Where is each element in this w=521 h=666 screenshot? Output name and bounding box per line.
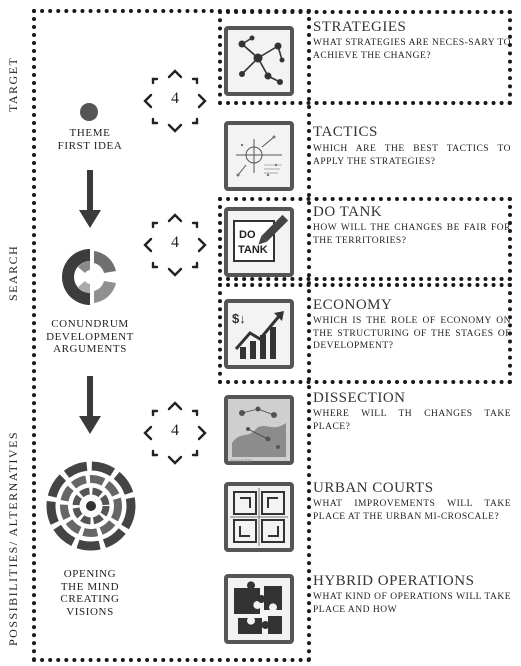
side-label-search: SEARCH	[6, 244, 20, 301]
theme-dot-icon	[80, 103, 98, 121]
urban-courts-plan-icon	[224, 482, 294, 552]
stage-line: CREATING	[60, 593, 120, 605]
cycle-symbol: 4	[140, 66, 210, 136]
item-desc-strategies: WHAT STRATEGIES ARE NECES-SARY TO ACHIEV…	[313, 38, 511, 61]
concentric-rings-icon	[46, 461, 136, 551]
cycle-symbol: 4	[140, 398, 210, 468]
economy-chart-icon: $↓	[224, 299, 294, 369]
economy-thumb-symbol: $↓	[232, 311, 246, 326]
do-tank-thumb-line1: DO	[239, 229, 256, 241]
tactics-sketch-icon	[224, 121, 294, 191]
cycle-arrows-icon	[143, 213, 207, 277]
item-desc-economy: WHICH IS THE ROLE OF ECONOMY ON THE STRU…	[313, 316, 511, 351]
stage-line: FIRST IDEA	[57, 139, 123, 152]
item-desc-dissection: WHERE WILL TH CHANGES TAKE PLACE?	[313, 409, 511, 432]
side-label-target: TARGET	[6, 56, 20, 112]
do-tank-pencil-icon: DO TANK	[224, 207, 294, 277]
stage-opening-label: OPENING THE MIND CREATING VISIONS	[40, 568, 140, 618]
item-desc-tactics: WHICH ARE THE BEST TACTICS TO APPLY THE …	[313, 144, 511, 167]
item-title-hybrid-operations: HYBRID OPERATIONS	[313, 573, 475, 589]
dissection-thumb-caption: masterplan	[230, 459, 252, 464]
do-tank-frame	[218, 197, 512, 281]
stage-line: ARGUMENTS	[53, 343, 127, 355]
economy-frame	[218, 283, 512, 384]
stage-theme-label: THEME FIRST IDEA	[40, 127, 140, 152]
stage-line: THE MIND	[60, 580, 120, 593]
item-title-dissection: DISSECTION	[313, 390, 406, 406]
stage-line: DEVELOPMENT	[46, 330, 134, 343]
item-desc-hybrid-operations: WHAT KIND OF OPERATIONS WILL TAKE PLACE …	[313, 592, 511, 615]
cycle-symbol: 4	[140, 210, 210, 280]
cycle-arrows-icon	[143, 69, 207, 133]
item-title-tactics: TACTICS	[313, 124, 378, 140]
dissection-map-icon	[224, 395, 294, 465]
item-title-do-tank: DO TANK	[313, 204, 383, 220]
item-desc-do-tank: HOW WILL THE CHANGES BE FAIR FOR THE TER…	[313, 223, 511, 246]
side-label-possibilities: POSSIBILITIES/ ALTERNATIVES	[6, 430, 20, 646]
item-desc-urban-courts: WHAT IMPROVEMENTS WILL TAKE PLACE AT THE…	[313, 499, 511, 522]
stage-line: CONUNDRUM	[51, 318, 129, 330]
item-title-economy: ECONOMY	[313, 297, 393, 313]
cycle-number: 4	[171, 90, 179, 107]
stage-line: THEME	[69, 127, 111, 139]
stage-conundrum-label: CONUNDRUM DEVELOPMENT ARGUMENTS	[30, 318, 150, 356]
outer-frame	[32, 9, 311, 662]
down-arrow-icon	[79, 376, 101, 434]
stage-line: VISIONS	[66, 605, 114, 618]
strategies-network-icon	[224, 26, 294, 96]
down-arrow-icon	[79, 170, 101, 228]
hybrid-puzzle-icon	[224, 574, 294, 644]
item-title-strategies: STRATEGIES	[313, 19, 407, 35]
conundrum-segment-icon	[62, 249, 116, 305]
do-tank-thumb-line2: TANK	[238, 244, 268, 256]
cycle-number: 4	[171, 422, 179, 439]
cycle-arrows-icon	[143, 401, 207, 465]
strategies-frame	[218, 10, 512, 105]
item-title-urban-courts: URBAN COURTS	[313, 480, 434, 496]
stage-line: OPENING	[63, 568, 117, 580]
cycle-number: 4	[171, 234, 179, 251]
